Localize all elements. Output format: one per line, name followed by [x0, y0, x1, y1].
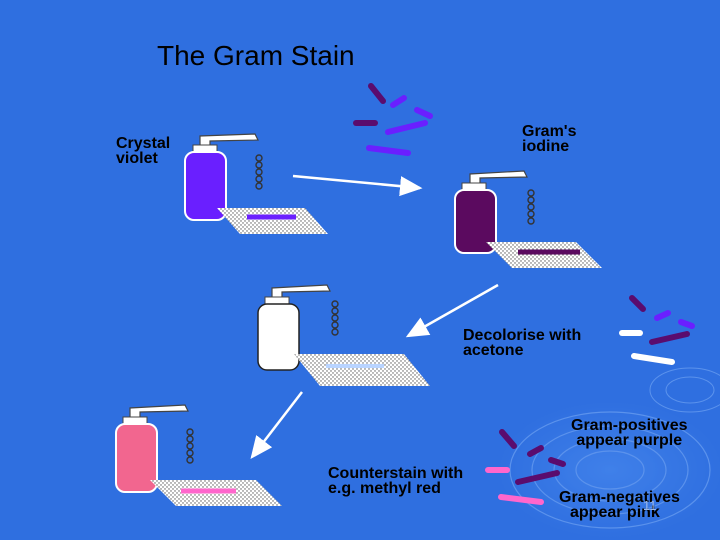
label-counterstain-line2: e.g. methyl red [328, 480, 441, 498]
arrow-step2-to-step3 [405, 283, 499, 338]
label-crystal-violet: Crystal violet [116, 135, 171, 168]
label-grams-iodine-line2: iodine [522, 138, 570, 156]
label-gram-positive: Gram-positives appear purple [571, 417, 688, 450]
label-decolorise: Decolorise with acetone [463, 327, 582, 360]
label-grams-iodine-line1: Gram's [522, 123, 577, 140]
bacteria-cluster-decolorised [619, 295, 695, 365]
acetone-bottle [257, 284, 331, 371]
label-gram-negative-line2: appear pink [570, 504, 660, 522]
label-counterstain: Counterstain with e.g. methyl red [328, 465, 464, 498]
iodine-bottle [454, 170, 528, 254]
arrow-step1-to-step2 [292, 174, 423, 197]
label-decolorise-line1: Decolorise with [463, 327, 582, 344]
page-number: 11 [643, 498, 657, 513]
slide-violet-stained [217, 208, 328, 234]
crystal-violet-bottle [184, 133, 259, 221]
methyl-red-drops [186, 428, 194, 464]
bacteria-cluster-stained [353, 83, 433, 156]
bacteria-cluster-final [485, 429, 566, 505]
slide-counterstained [150, 480, 282, 506]
acetone-drops [331, 300, 339, 336]
iodine-drops [527, 189, 535, 225]
slide-title: The Gram Stain [157, 40, 355, 71]
label-crystal-violet-line2: violet [116, 150, 158, 168]
label-counterstain-line1: Counterstain with [328, 465, 464, 482]
label-grams-iodine: Gram's iodine [522, 123, 577, 156]
methyl-red-bottle [115, 404, 189, 493]
label-crystal-violet-line1: Crystal [116, 135, 171, 152]
label-decolorise-line2: acetone [463, 342, 524, 360]
slide-iodine-stained [486, 242, 602, 268]
label-gram-positive-line2: appear purple [576, 432, 683, 450]
crystal-violet-drops [255, 154, 263, 190]
label-gram-negative-line1: Gram-negatives [559, 489, 680, 506]
label-gram-positive-line1: Gram-positives [571, 417, 688, 434]
label-gram-negative: Gram-negatives appear pink [559, 489, 680, 522]
arrow-step3-to-step4 [250, 391, 303, 459]
water-ripple-decoration [495, 367, 720, 540]
slide-decolorised [294, 354, 430, 386]
